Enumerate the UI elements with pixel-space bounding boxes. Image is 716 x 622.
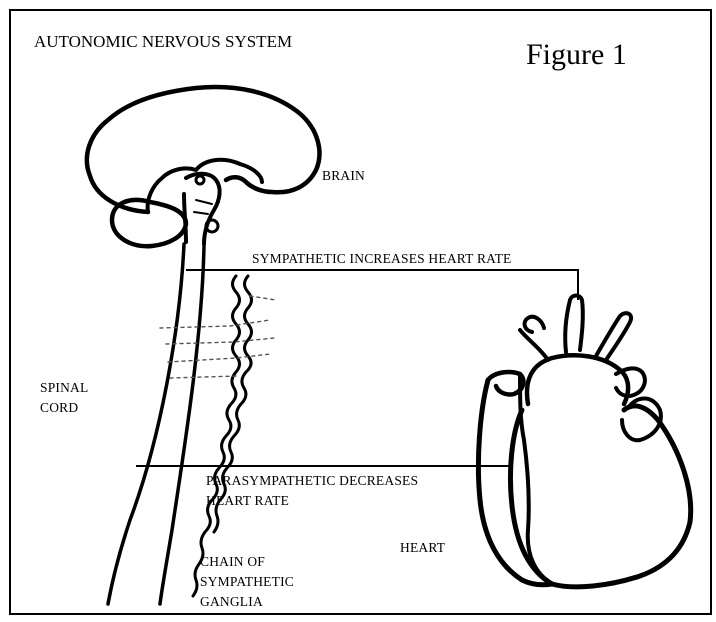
brain-label: BRAIN: [322, 168, 365, 183]
ganglia-label-line2: SYMPATHETIC: [200, 574, 294, 589]
figure-label: Figure 1: [526, 38, 627, 71]
diagram-frame: [10, 10, 711, 614]
spinal-cord-drawing: [108, 244, 204, 604]
sympathetic-label: SYMPATHETIC INCREASES HEART RATE: [252, 251, 512, 266]
heart-drawing: [478, 296, 690, 587]
spinal-cord-label-line1: SPINAL: [40, 380, 88, 395]
spinal-cord-label-line2: CORD: [40, 400, 78, 415]
parasympathetic-label-line1: PARASYMPATHETIC DECREASES: [206, 473, 418, 488]
diagram-title: AUTONOMIC NERVOUS SYSTEM: [34, 32, 292, 51]
heart-label: HEART: [400, 540, 446, 555]
ganglia-label-line3: GANGLIA: [200, 594, 263, 609]
ganglia-label-line1: CHAIN OF: [200, 554, 265, 569]
parasympathetic-label-line2: HEART RATE: [206, 493, 289, 508]
brain-drawing: [87, 87, 320, 246]
